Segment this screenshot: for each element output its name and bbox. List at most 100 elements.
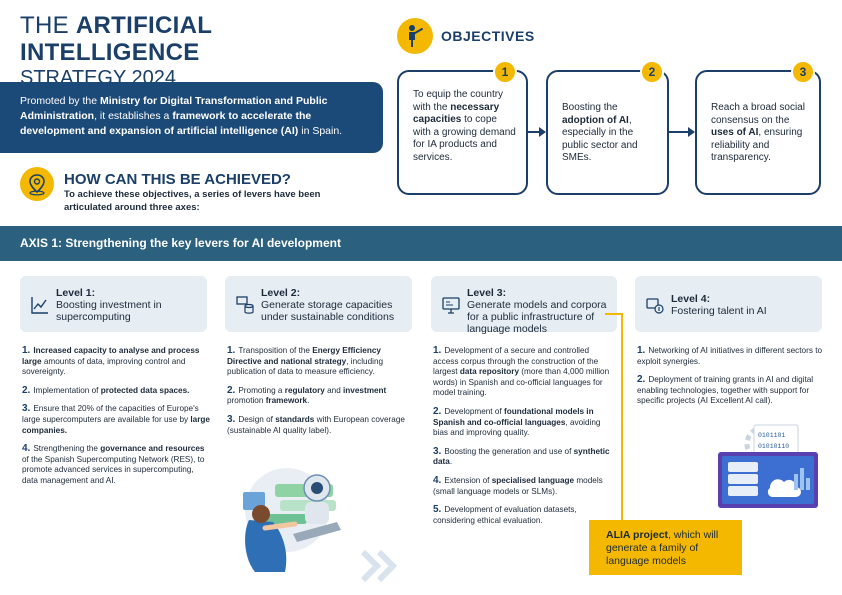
level-3-label: Level 3: xyxy=(467,287,507,299)
alia-connector-vertical xyxy=(621,313,623,523)
level-4-label: Level 4: xyxy=(671,293,711,305)
promo-b1: Ministry for Digital Transformation and … xyxy=(20,95,328,122)
page-title: THE ARTIFICIAL INTELLIGENCE STRATEGY 202… xyxy=(20,12,380,91)
objective-2-box: Boosting the adoption of AI, especially … xyxy=(546,70,669,195)
alia-bold: ALIA project xyxy=(606,529,669,541)
objective-3-text: Reach a broad social consensus on the us… xyxy=(711,102,809,165)
objective-3-number: 3 xyxy=(791,60,815,84)
item-text-part: Energy Efficiency Directive and national… xyxy=(227,346,381,366)
item-text-part: Transposition of the xyxy=(238,346,313,355)
level-2-box: Level 2:Generate storage capacities unde… xyxy=(225,276,412,332)
level-1-box: Level 1:Boosting investment in supercomp… xyxy=(20,276,207,332)
level-2-item: 2.Promoting a regulatory and investment … xyxy=(227,384,413,407)
level-3-item: 2.Development of foundational models in … xyxy=(433,406,613,439)
item-number: 2. xyxy=(227,384,236,396)
level-4-item: 1.Networking of AI initiatives in differ… xyxy=(637,345,823,367)
objective-1-number: 1 xyxy=(493,60,517,84)
objective-3-box: Reach a broad social consensus on the us… xyxy=(695,70,821,195)
arrow-2-to-3-icon xyxy=(669,127,695,137)
title-prefix: THE xyxy=(20,12,76,39)
level-2-title: Level 2:Generate storage capacities unde… xyxy=(261,287,412,323)
level-3-item: 1.Development of a secure and controlled… xyxy=(433,345,613,399)
level-4-box: Level 4:Fostering talent in AI xyxy=(635,276,822,332)
arrow-1-to-2-icon xyxy=(528,127,546,137)
item-text-part: Networking of AI initiatives in differen… xyxy=(637,346,823,366)
how-title: HOW CAN THIS BE ACHIEVED? xyxy=(64,171,291,188)
level-4-title: Level 4:Fostering talent in AI xyxy=(671,293,767,317)
item-text-part: Ensure that 20% of the capacities of Eur… xyxy=(22,404,199,424)
objective-1-t2: to cope with a growing demand for IA pro… xyxy=(413,114,516,163)
binary-line-2: 01010110 xyxy=(758,443,789,450)
item-text-part: Increased capacity to analyse and proces… xyxy=(22,346,200,366)
objective-3-t1: Reach a broad social consensus on the xyxy=(711,102,805,126)
item-text-part: Boosting the generation and use of xyxy=(444,446,574,456)
storage-icon xyxy=(236,296,254,314)
item-number: 3. xyxy=(433,445,442,457)
alia-text: ALIA project, which will generate a fami… xyxy=(589,520,742,568)
item-text-part: . xyxy=(307,396,310,406)
axis-banner: AXIS 1: Strengthening the key levers for… xyxy=(0,226,842,261)
item-text-part: data repository xyxy=(459,367,520,377)
item-text-part: , avoiding bias and improving quality. xyxy=(433,417,601,438)
woman-robot-illustration xyxy=(243,468,398,583)
item-text-part: regulatory xyxy=(284,385,325,395)
item-text-part: protected data spaces. xyxy=(100,385,190,395)
item-number: 1. xyxy=(637,345,646,356)
promo-t3: in Spain. xyxy=(298,125,343,137)
item-text-part: Development of a secure and controlled a… xyxy=(433,346,599,377)
item-text-part: and xyxy=(324,385,344,395)
level-4-list: 1.Networking of AI initiatives in differ… xyxy=(637,345,823,415)
objective-3-b: uses of AI xyxy=(711,127,759,138)
promo-b2: framework to accelerate the development … xyxy=(20,110,312,137)
level-3-text: Generate models and corpora for a public… xyxy=(467,299,607,335)
promo-t2: , it establishes a xyxy=(94,110,173,122)
level-1-item: 3.Ensure that 20% of the capacities of E… xyxy=(22,404,210,436)
item-text-part: promotion xyxy=(227,396,266,406)
item-number: 1. xyxy=(22,345,31,356)
chart-line-icon xyxy=(31,297,48,314)
item-text-part: Implementation of xyxy=(33,385,101,395)
item-text-part: framework xyxy=(265,396,308,406)
objective-1-box: To equip the country with the necessary … xyxy=(397,70,528,195)
location-pin-icon xyxy=(20,167,54,201)
item-text-part: of the Spanish Supercomputing Network (R… xyxy=(22,454,205,485)
item-text-part: Extension of xyxy=(444,475,492,485)
axis-label: AXIS 1: Strengthening the key levers for… xyxy=(20,236,341,250)
level-2-item: 1.Transposition of the Energy Efficiency… xyxy=(227,345,413,378)
level-3-list: 1.Development of a secure and controlled… xyxy=(433,345,613,534)
item-text-part: . xyxy=(449,457,453,467)
how-subtitle: To achieve these objectives, a series of… xyxy=(64,189,321,213)
objective-2-b: adoption of AI xyxy=(562,114,629,126)
level-1-label: Level 1: xyxy=(56,287,96,299)
item-text-part: specialised language xyxy=(491,475,575,485)
level-3-title: Level 3:Generate models and corpora for … xyxy=(467,287,612,335)
level-1-text: Boosting investment in supercomputing xyxy=(56,299,162,323)
level-2-text: Generate storage capacities under sustai… xyxy=(261,299,395,323)
objective-1-b: necessary capacities xyxy=(413,101,500,126)
objective-2-t1: Boosting the xyxy=(562,102,618,113)
item-text-part: , including publication of data to measu… xyxy=(227,356,384,377)
item-text-part: governance and resources xyxy=(100,444,205,454)
objective-2-text: Boosting the adoption of AI, especially … xyxy=(562,102,658,165)
objective-2-number: 2 xyxy=(640,60,664,84)
item-number: 4. xyxy=(433,474,442,486)
item-text-part: amounts of data, improving control and s… xyxy=(22,356,186,377)
level-1-item: 2.Implementation of protected data space… xyxy=(22,385,210,397)
item-text-part: models (small language models or SLMs). xyxy=(433,475,603,496)
item-number: 3. xyxy=(227,413,236,425)
item-text-part: Strengthening the xyxy=(33,444,101,454)
alia-rest: , which will generate a family of langua… xyxy=(606,529,719,567)
level-3-item: 3.Boosting the generation and use of syn… xyxy=(433,445,613,468)
item-number: 1. xyxy=(227,345,236,356)
item-text-part: Development of xyxy=(444,406,504,416)
level-1-item: 4.Strengthening the governance and resou… xyxy=(22,443,210,486)
objective-3-t2: , ensuring reliability and transparency. xyxy=(711,127,803,163)
level-1-item: 1.Increased capacity to analyse and proc… xyxy=(22,345,210,378)
objective-1-text: To equip the country with the necessary … xyxy=(413,89,517,164)
item-text-part: (more than 4,000 million words) in Spani… xyxy=(433,367,610,398)
item-number: 4. xyxy=(22,443,31,455)
promo-box: Promoted by the Ministry for Digital Tra… xyxy=(0,82,383,153)
item-text-part: Development of evaluation datasets, cons… xyxy=(433,505,577,525)
level-2-item: 3.Design of standards with European cove… xyxy=(227,413,413,436)
